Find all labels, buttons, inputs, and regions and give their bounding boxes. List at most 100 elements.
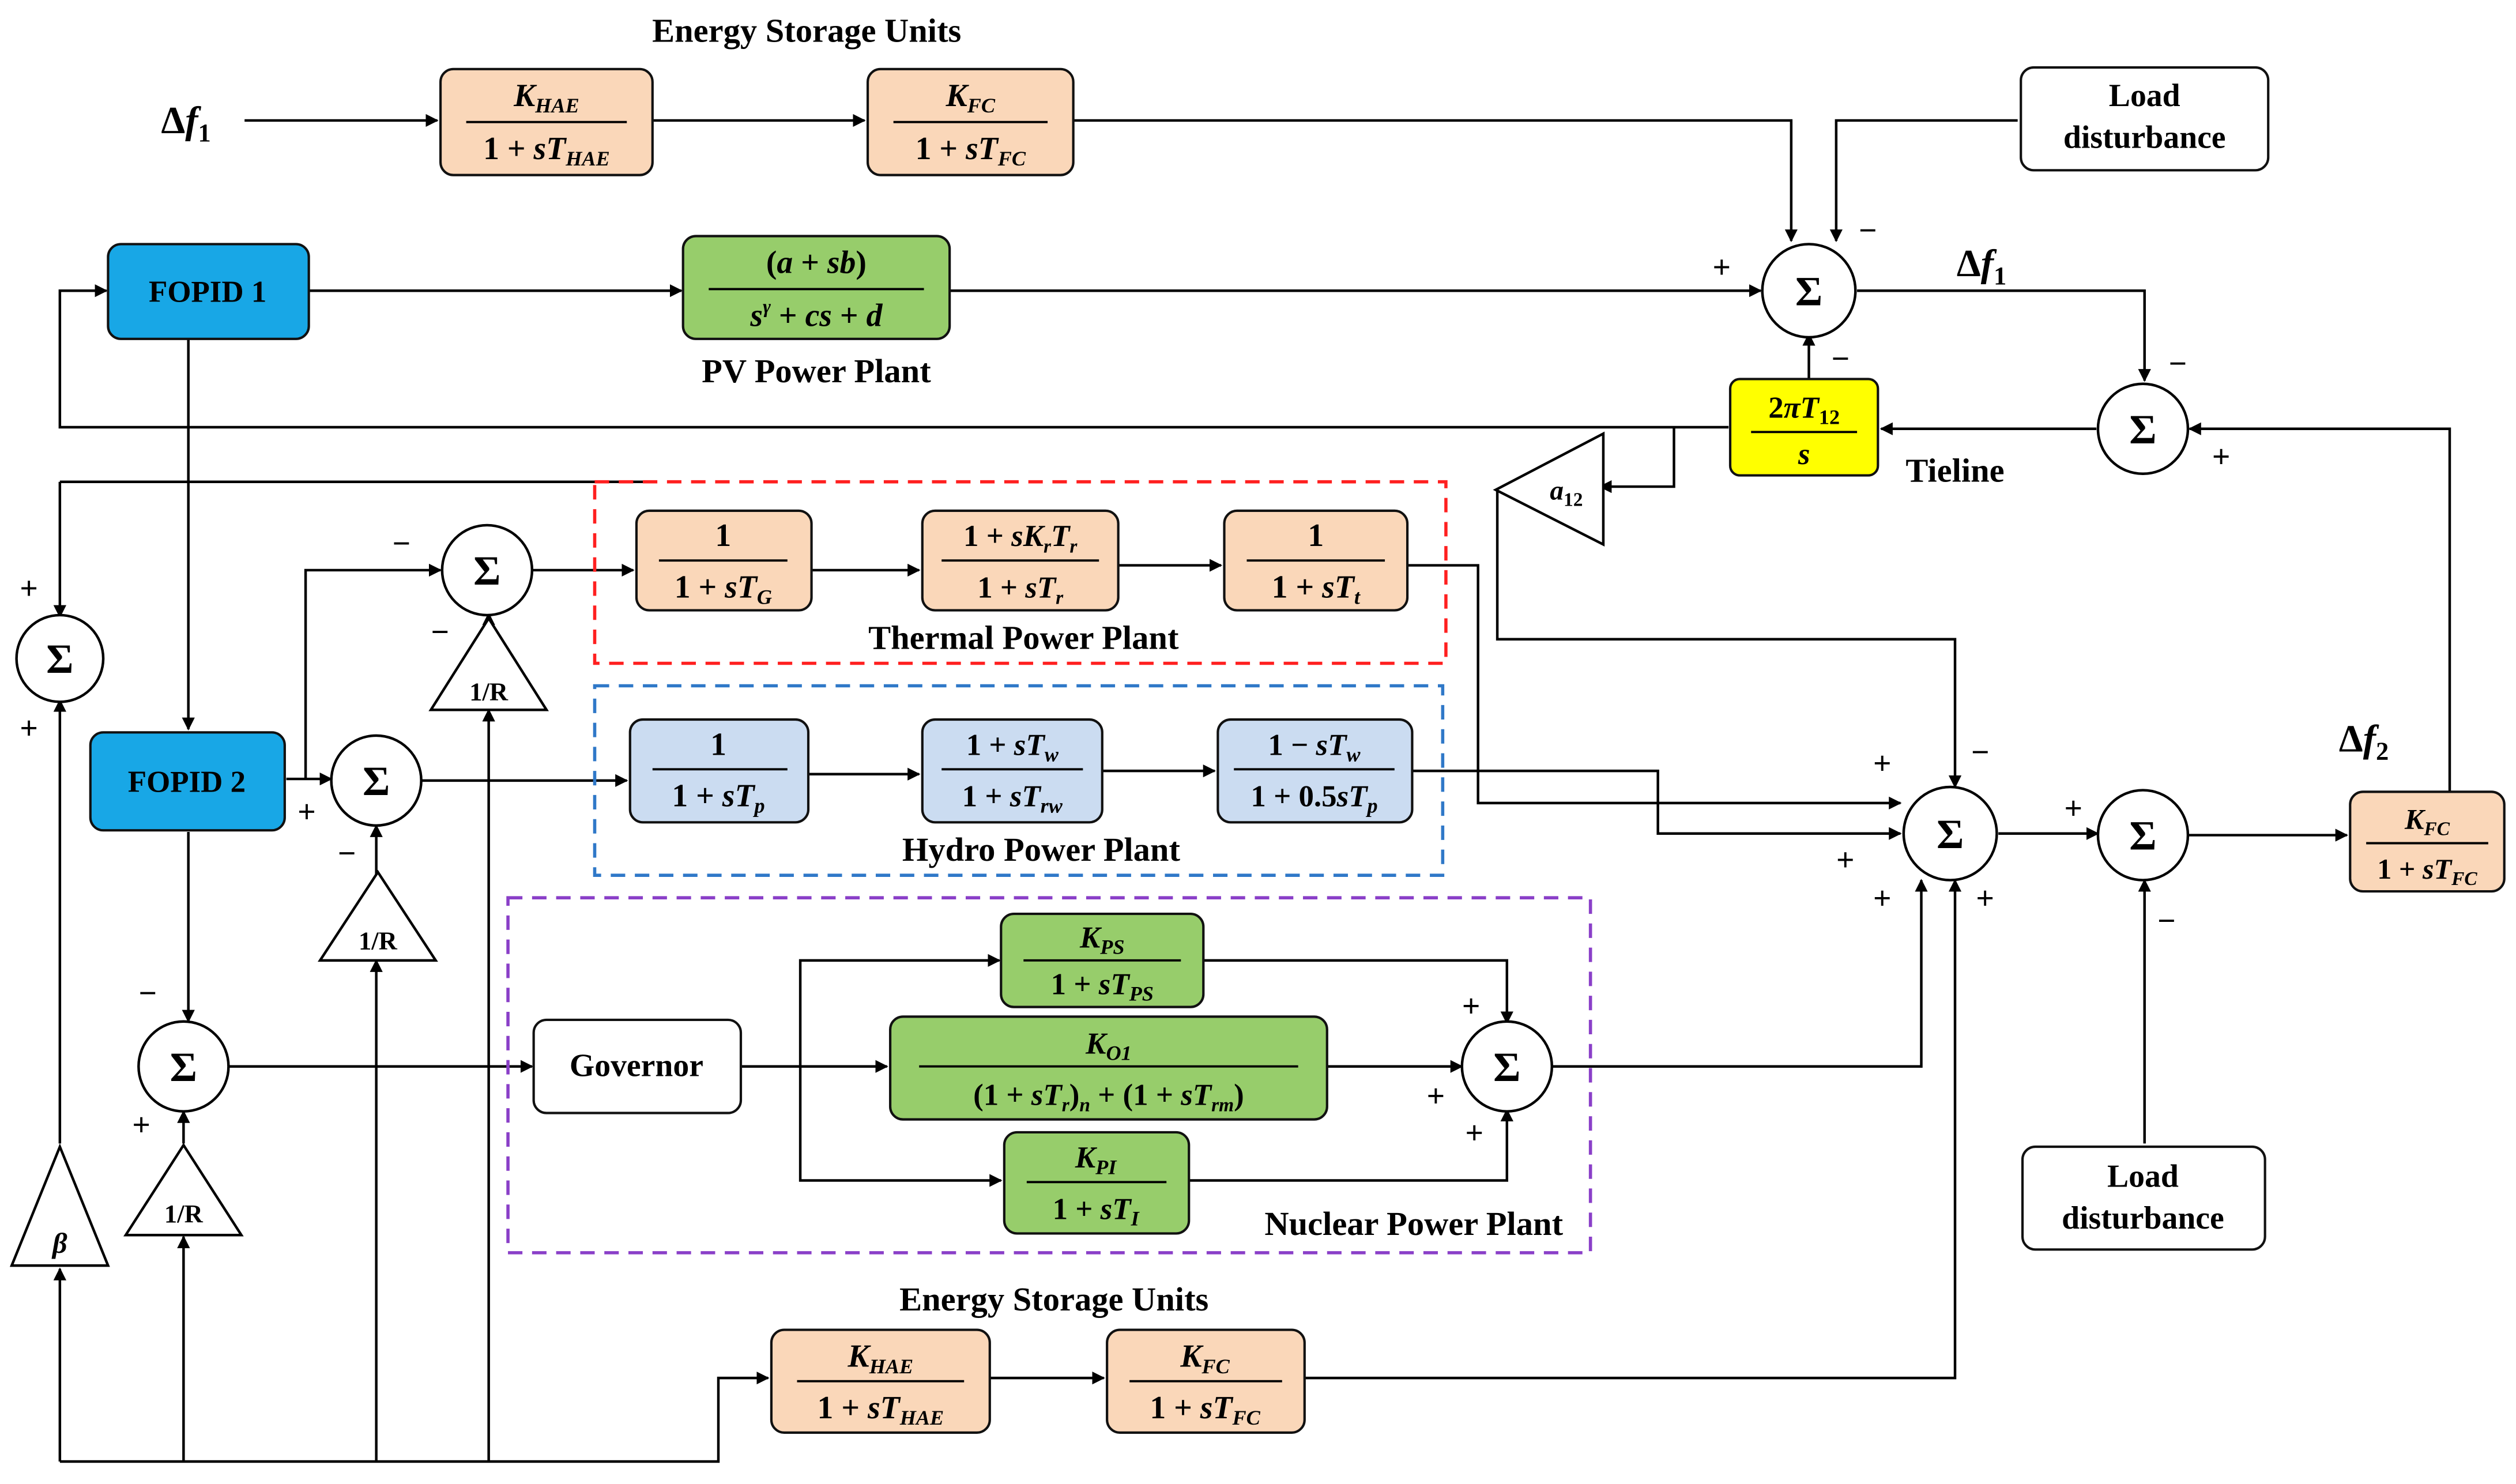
nuclear-plant-label: Nuclear Power Plant bbox=[1264, 1205, 1563, 1242]
fopid2-block: FOPID 2 bbox=[89, 731, 286, 832]
area2-fc-block: KFC 1 + sTFC bbox=[2349, 790, 2506, 893]
svg-text:+: + bbox=[2212, 439, 2231, 475]
svg-text:1 + sTrw: 1 + sTrw bbox=[962, 779, 1063, 817]
svg-text:a12: a12 bbox=[1550, 476, 1583, 510]
svg-text:1 + 0.5sTp: 1 + 0.5sTp bbox=[1251, 779, 1377, 817]
thermal-reheat-block: 1 + sKrTr 1 + sTr bbox=[921, 509, 1120, 612]
svg-text:disturbance: disturbance bbox=[2063, 119, 2226, 155]
hydro-penstock-block: 1 − sTw 1 + 0.5sTp bbox=[1216, 718, 1414, 824]
ess-top-label: Energy Storage Units bbox=[652, 12, 961, 49]
thermal-governor-block: 1 1 + sTG bbox=[635, 509, 813, 612]
svg-text:1 + sTG: 1 + sTG bbox=[675, 569, 772, 608]
svg-text:β: β bbox=[51, 1227, 67, 1259]
svg-text:Δf1: Δf1 bbox=[161, 99, 210, 147]
svg-text:Governor: Governor bbox=[570, 1048, 703, 1083]
svg-text:+: + bbox=[20, 710, 38, 746]
svg-text:2πT12: 2πT12 bbox=[1768, 391, 1840, 428]
svg-text:1/R: 1/R bbox=[164, 1199, 204, 1228]
nuclear-kps-block: KPS 1 + sTPS bbox=[1000, 912, 1205, 1008]
svg-text:sγ + cs + d: sγ + cs + d bbox=[749, 296, 883, 333]
svg-text:disturbance: disturbance bbox=[2062, 1200, 2224, 1236]
svg-text:1/R: 1/R bbox=[359, 926, 398, 955]
svg-text:Σ: Σ bbox=[1493, 1044, 1520, 1090]
delta-f2-label: Δf2 bbox=[2339, 718, 2389, 766]
svg-text:(1 + sTr)n + (1 + sTrm): (1 + sTr)n + (1 + sTrm) bbox=[973, 1079, 1244, 1116]
svg-text:1 + sTI: 1 + sTI bbox=[1053, 1192, 1140, 1230]
svg-text:−: − bbox=[2169, 346, 2187, 382]
gain-1-over-r-nuclear: 1/R bbox=[123, 1143, 244, 1237]
svg-text:(a + sb): (a + sb) bbox=[766, 245, 867, 281]
svg-text:1 + sTp: 1 + sTp bbox=[672, 778, 764, 817]
svg-text:1: 1 bbox=[715, 518, 731, 553]
svg-text:−: − bbox=[392, 526, 410, 562]
thermal-turbine-block: 1 1 + sTt bbox=[1223, 509, 1409, 612]
svg-text:FOPID 1: FOPID 1 bbox=[149, 276, 266, 309]
svg-text:Δf2: Δf2 bbox=[2339, 718, 2389, 766]
ess-top-fc-block: KFC 1 + sTFC bbox=[866, 67, 1075, 176]
ess-top-hae-block: KHAE 1 + sTHAE bbox=[439, 67, 654, 176]
svg-text:Σ: Σ bbox=[170, 1044, 197, 1090]
hydro-governor-block: 1 1 + sTp bbox=[628, 718, 810, 824]
hydro-plant-label: Hydro Power Plant bbox=[902, 831, 1181, 868]
svg-text:+: + bbox=[1712, 250, 1731, 285]
ess-bottom-hae-block: KHAE 1 + sTHAE bbox=[770, 1328, 991, 1434]
svg-text:+: + bbox=[132, 1108, 150, 1143]
svg-text:−: − bbox=[1859, 213, 1877, 248]
svg-text:1 + sTt: 1 + sTt bbox=[1272, 569, 1361, 608]
svg-text:Σ: Σ bbox=[2129, 812, 2156, 859]
svg-text:+: + bbox=[1873, 881, 1892, 917]
tieline-block: 2πT12 s bbox=[1728, 378, 1880, 477]
svg-text:Δf1: Δf1 bbox=[1957, 242, 2006, 290]
svg-text:Load: Load bbox=[2109, 78, 2180, 114]
svg-text:+: + bbox=[20, 571, 38, 607]
ess-bottom-label: Energy Storage Units bbox=[899, 1280, 1208, 1318]
svg-text:Load: Load bbox=[2107, 1159, 2179, 1195]
svg-text:1 + sTw: 1 + sTw bbox=[966, 728, 1059, 766]
fopid1-block: FOPID 1 bbox=[107, 243, 310, 340]
svg-text:+: + bbox=[297, 794, 316, 830]
pv-plant-label: PV Power Plant bbox=[702, 352, 931, 390]
sum-junction-nuclear-output: Σ bbox=[1460, 1020, 1554, 1113]
svg-text:+: + bbox=[1465, 1115, 1483, 1151]
svg-text:Σ: Σ bbox=[1795, 268, 1822, 314]
sum-junction-hydro: Σ bbox=[330, 734, 423, 827]
load-disturbance-bottom-block: Load disturbance bbox=[2021, 1145, 2266, 1251]
pv-plant-block: (a + sb) sγ + cs + d bbox=[681, 235, 951, 340]
sum-junction-thermal: Σ bbox=[440, 523, 534, 617]
svg-text:−: − bbox=[338, 836, 356, 872]
svg-text:1 + sTHAE: 1 + sTHAE bbox=[818, 1390, 944, 1429]
nuclear-ko1-block: KO1 (1 + sTr)n + (1 + sTrm) bbox=[888, 1015, 1328, 1121]
svg-text:1 − sTw: 1 − sTw bbox=[1268, 728, 1361, 766]
tieline-label: Tieline bbox=[1905, 452, 2004, 489]
svg-text:−: − bbox=[431, 614, 449, 650]
svg-text:+: + bbox=[1836, 842, 1855, 878]
svg-text:Σ: Σ bbox=[2129, 406, 2156, 453]
gain-1-over-r-thermal: 1/R bbox=[428, 616, 549, 711]
svg-text:Σ: Σ bbox=[363, 758, 390, 804]
sum-junction-left-fopid1: Σ bbox=[15, 613, 105, 703]
svg-text:1: 1 bbox=[1308, 518, 1324, 553]
sum-junction-area2-main: Σ bbox=[1902, 785, 1998, 882]
load-disturbance-top-block: Load disturbance bbox=[2020, 66, 2270, 172]
sum-junction-tieline: Σ bbox=[2096, 382, 2190, 476]
svg-text:−: − bbox=[138, 975, 157, 1011]
gain-beta: β bbox=[9, 1143, 110, 1267]
svg-text:1 + sKrTr: 1 + sKrTr bbox=[963, 519, 1078, 557]
svg-text:1 + sTr: 1 + sTr bbox=[977, 571, 1064, 608]
sign-markers: + − − − + + + − − + − − + + + + + − + + … bbox=[20, 213, 2230, 1151]
sum-junction-nuclear-input: Σ bbox=[137, 1020, 230, 1113]
signal-wires bbox=[53, 114, 2451, 1463]
thermal-plant-group bbox=[593, 480, 1448, 665]
ess-bottom-fc-block: KFC 1 + sTFC bbox=[1106, 1328, 1306, 1434]
svg-text:Σ: Σ bbox=[1937, 811, 1964, 857]
svg-text:FOPID 2: FOPID 2 bbox=[128, 765, 246, 799]
svg-text:1: 1 bbox=[710, 726, 726, 762]
svg-text:−: − bbox=[1832, 341, 1850, 377]
nuclear-plant-group bbox=[506, 896, 1592, 1255]
gain-alpha12: a12 bbox=[1493, 431, 1605, 547]
svg-text:1/R: 1/R bbox=[469, 677, 509, 706]
svg-text:+: + bbox=[1873, 746, 1892, 782]
sum-junction-area2-load: Σ bbox=[2096, 789, 2190, 882]
delta-f1-output-label: Δf1 bbox=[1957, 242, 2006, 290]
